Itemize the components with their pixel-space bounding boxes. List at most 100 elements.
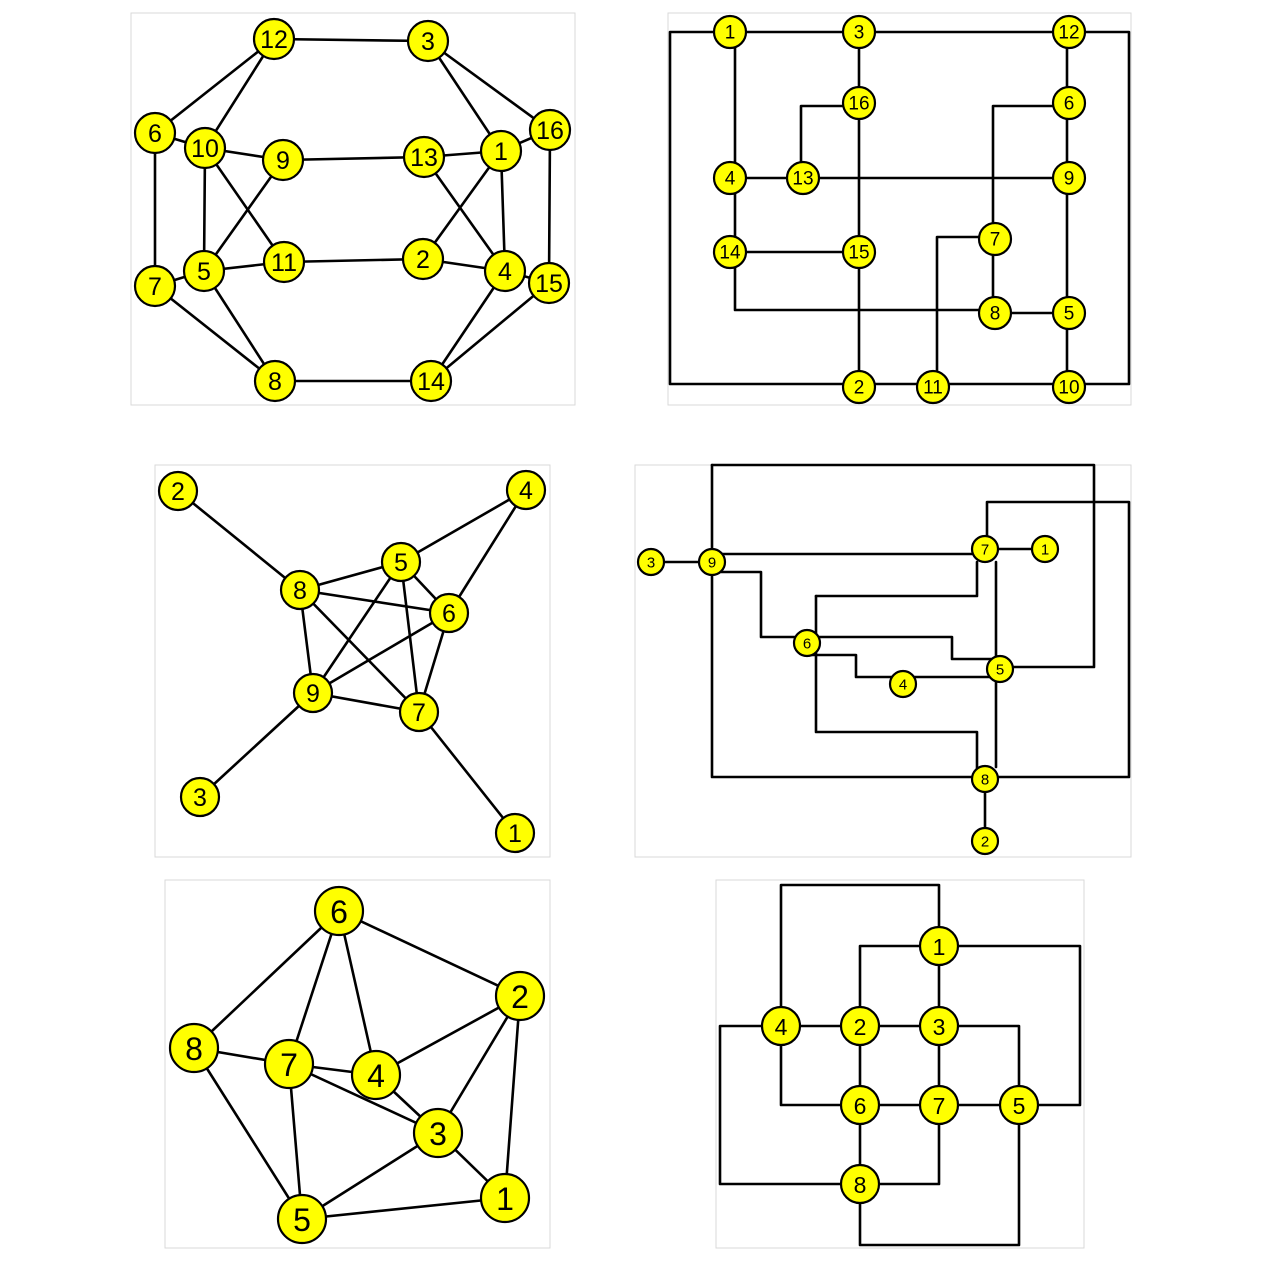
node-label: 3 [647, 555, 655, 572]
node-label: 4 [519, 477, 533, 505]
node-label: 1 [496, 1181, 514, 1217]
node-5: 5 [182, 249, 226, 293]
node-1: 1 [918, 925, 960, 967]
node-10: 10 [1051, 369, 1087, 405]
panel-frame [667, 12, 1132, 406]
node-circle [841, 14, 877, 50]
node-circle [401, 237, 445, 281]
node-8: 8 [279, 569, 321, 611]
node-13: 13 [402, 135, 446, 179]
node-circle [1051, 160, 1087, 196]
node-circle [977, 295, 1013, 331]
node-14: 14 [712, 234, 748, 270]
node-5: 5 [985, 654, 1015, 684]
node-circle [1051, 14, 1087, 50]
node-circle [636, 547, 666, 577]
edge-9-3 [198, 691, 315, 799]
node-2: 2 [839, 1005, 881, 1047]
node-11: 11 [262, 240, 306, 284]
node-label: 1 [725, 23, 736, 44]
edge-3-5 [300, 1131, 440, 1221]
node-4: 4 [760, 1005, 802, 1047]
node-circle [841, 369, 877, 405]
edge-4-6 [447, 488, 528, 615]
node-label: 4 [775, 1014, 788, 1040]
edge-4-5 [399, 488, 528, 564]
node-label: 12 [260, 26, 288, 54]
node-label: 1 [1041, 542, 1049, 559]
node-label: 15 [848, 243, 869, 264]
node-label: 5 [1013, 1093, 1026, 1119]
node-8: 8 [253, 359, 297, 403]
node-3: 3 [841, 14, 877, 50]
node-2: 2 [841, 369, 877, 405]
node-circle [839, 1084, 881, 1126]
node-circle [428, 592, 470, 634]
node-circle [1051, 295, 1087, 331]
node-label: 8 [854, 1172, 867, 1198]
node-label: 5 [293, 1202, 311, 1238]
node-circle [133, 111, 177, 155]
node-circle [182, 249, 226, 293]
edge-10-11 [203, 146, 286, 264]
node-1: 1 [712, 14, 748, 50]
node-label: 1 [933, 934, 946, 960]
node-circle [406, 19, 450, 63]
node-circle [276, 1193, 328, 1245]
node-1: 1 [1030, 534, 1060, 564]
node-circle [970, 826, 1000, 856]
node-3: 3 [636, 547, 666, 577]
node-circle [412, 1107, 464, 1159]
node-2: 2 [401, 237, 445, 281]
node-circle [133, 264, 177, 308]
node-circle [494, 812, 536, 854]
node-16: 16 [841, 85, 877, 121]
node-4: 4 [712, 160, 748, 196]
node-label: 3 [933, 1014, 946, 1040]
node-label: 5 [996, 662, 1004, 679]
node-7: 7 [918, 1084, 960, 1126]
node-16: 16 [528, 108, 572, 152]
node-label: 4 [367, 1058, 385, 1094]
node-6: 6 [313, 885, 365, 937]
node-label: 9 [276, 147, 290, 175]
node-label: 15 [535, 270, 563, 298]
node-label: 2 [511, 979, 529, 1015]
edge-5-8 [202, 269, 277, 383]
node-label: 7 [148, 273, 162, 301]
node-6: 6 [839, 1084, 881, 1126]
node-8: 8 [168, 1022, 220, 1074]
edge-7-8 [153, 284, 277, 383]
node-label: 3 [193, 784, 207, 812]
node-5: 5 [1051, 295, 1087, 331]
node-circle [712, 234, 748, 270]
node-9: 9 [697, 547, 727, 577]
edge-7-5 [287, 1062, 304, 1221]
node-circle [792, 628, 822, 658]
node-circle [263, 1038, 315, 1090]
node-label: 9 [1064, 169, 1075, 190]
panel-frame [130, 12, 576, 406]
edge-6-2 [337, 909, 522, 998]
node-circle [1030, 534, 1060, 564]
edge-11-2 [282, 257, 425, 264]
node-label: 6 [803, 636, 811, 653]
edge-9-13 [281, 155, 426, 162]
node-circle [841, 85, 877, 121]
node-circle [918, 925, 960, 967]
node-5: 5 [998, 1084, 1040, 1126]
node-12: 12 [1051, 14, 1087, 50]
node-label: 7 [933, 1093, 946, 1119]
node-label: 2 [854, 378, 865, 399]
node-label: 2 [171, 478, 185, 506]
node-label: 7 [412, 699, 426, 727]
node-label: 8 [293, 577, 307, 605]
edge-12-6 [153, 37, 276, 135]
panel-frame [634, 464, 1132, 858]
node-15: 15 [527, 261, 571, 305]
node-7: 7 [977, 221, 1013, 257]
node-circle [839, 1163, 881, 1205]
node-circle [483, 249, 527, 293]
